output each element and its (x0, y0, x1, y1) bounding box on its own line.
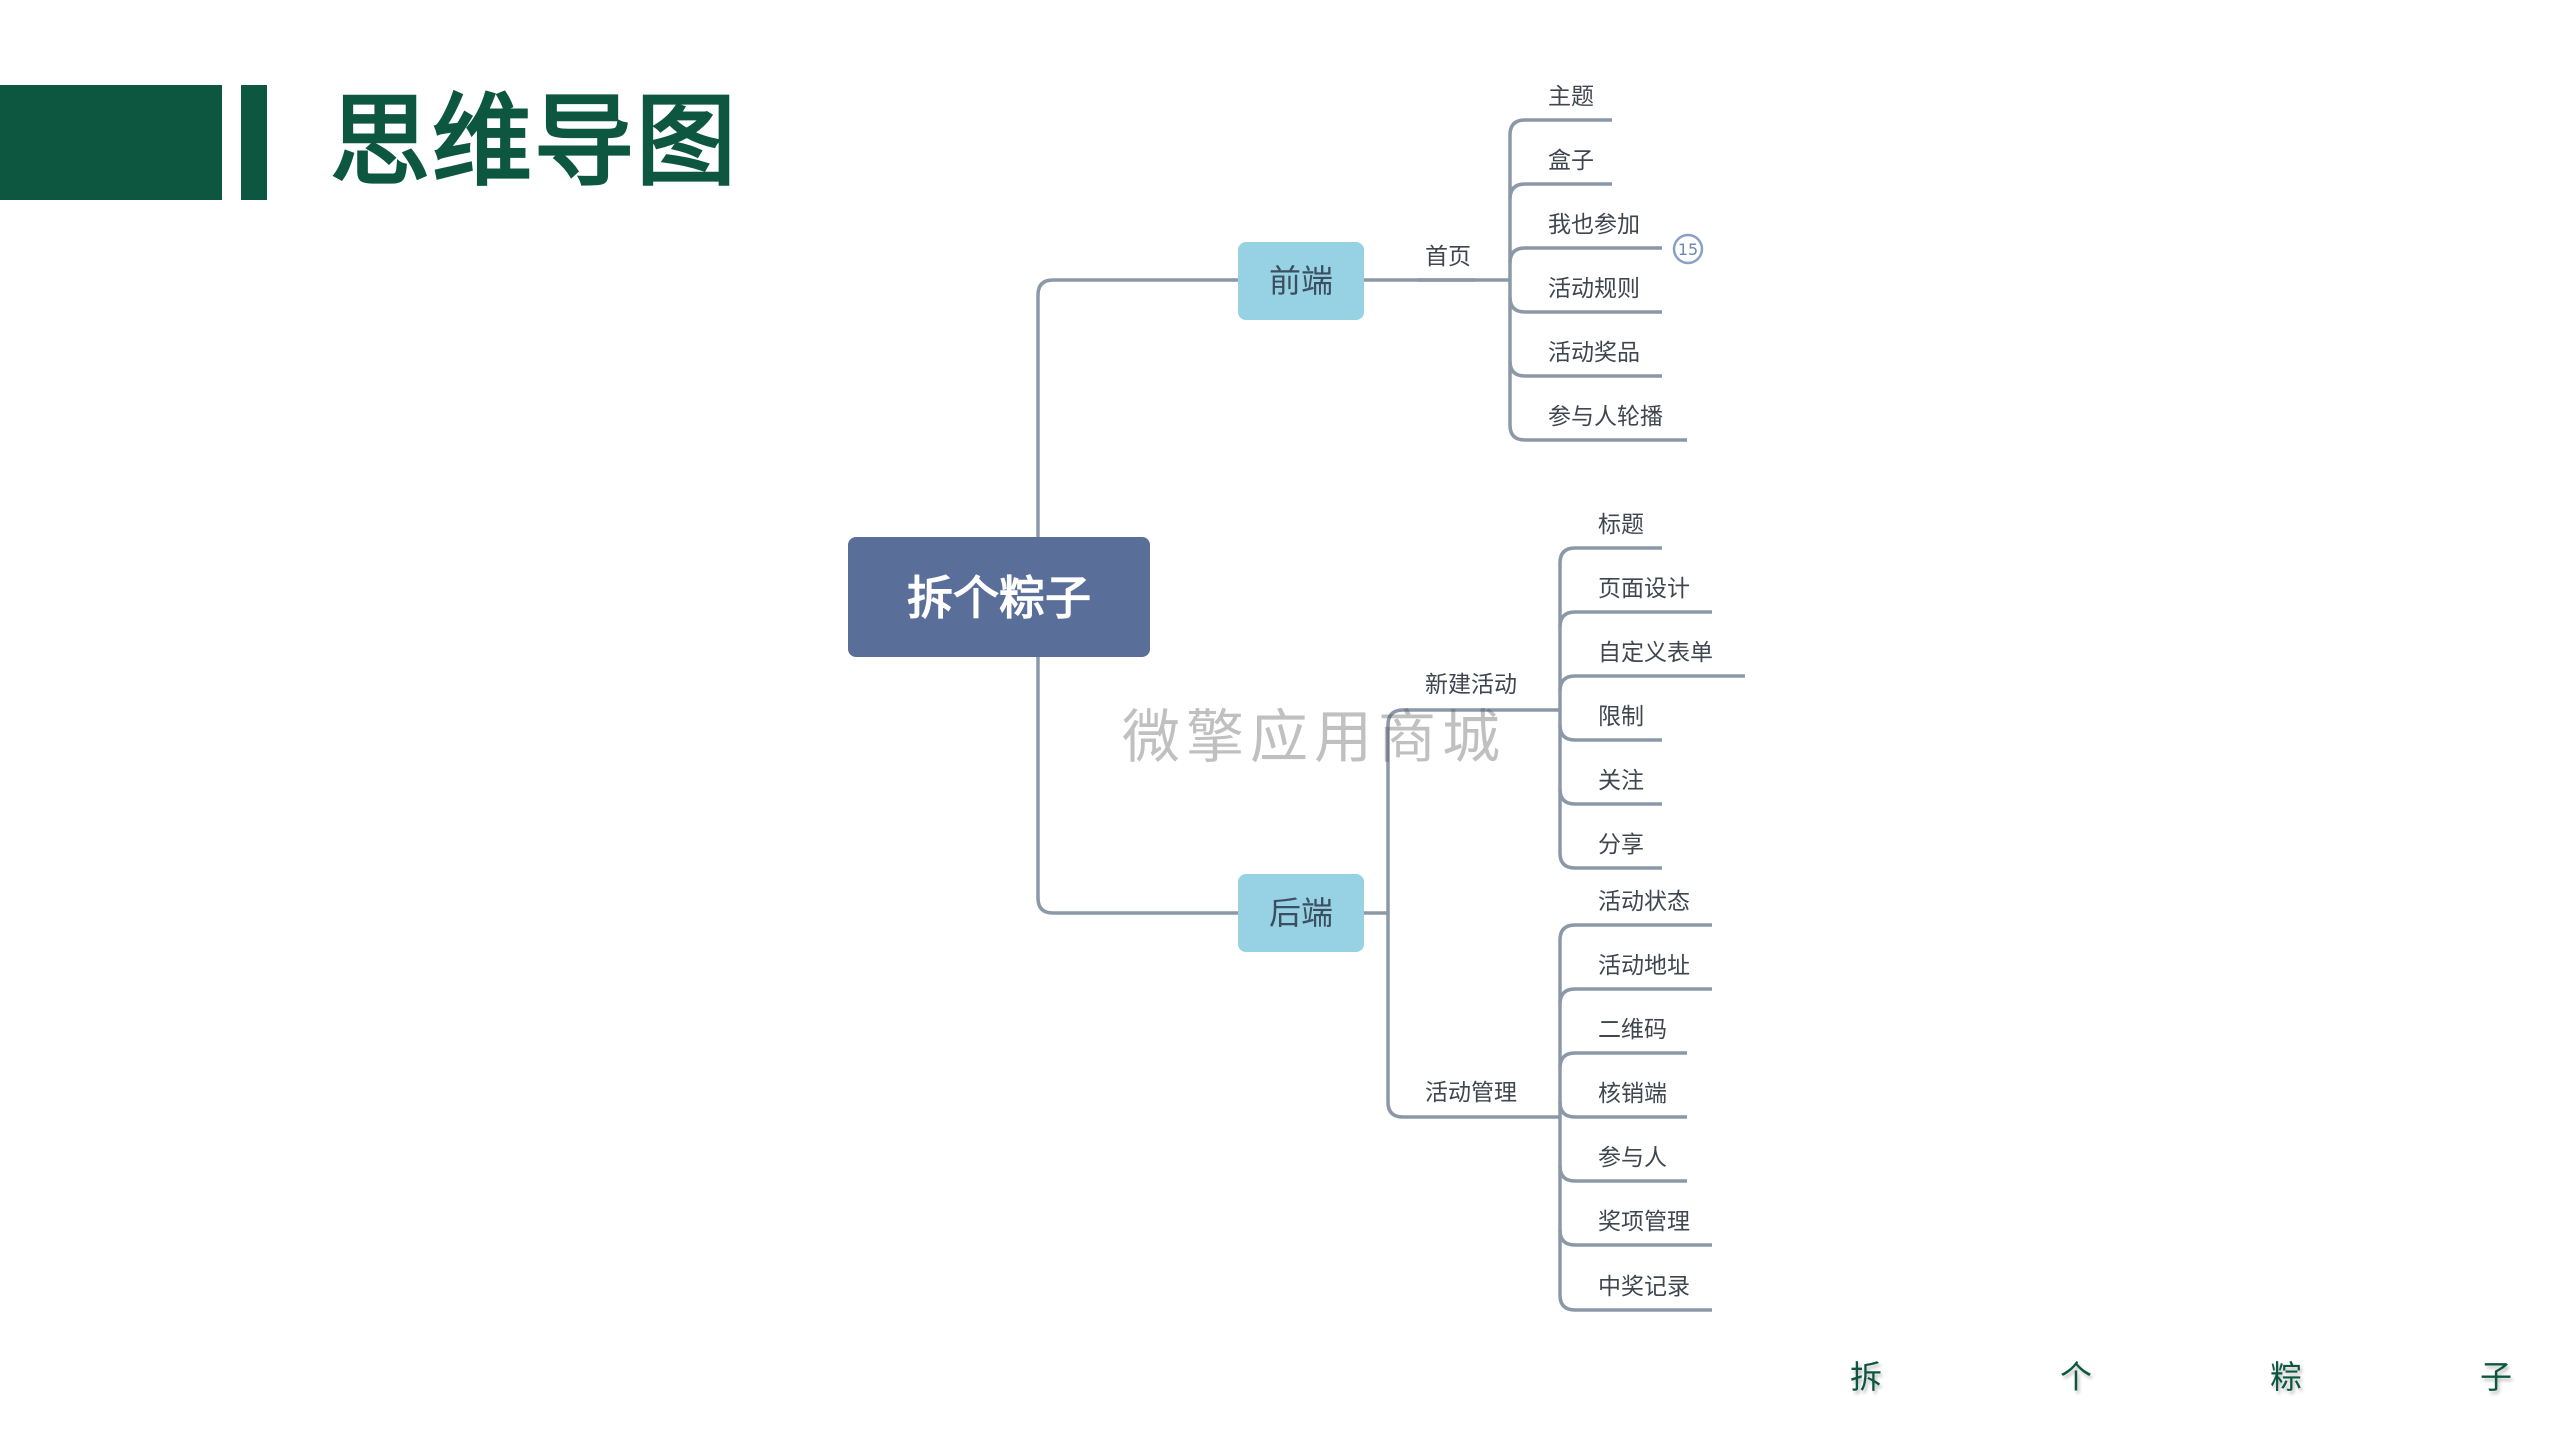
leaf-home-3[interactable]: 活动规则 (1548, 276, 1640, 302)
leaf-home-1[interactable]: 盒子 (1548, 148, 1594, 174)
new-activity-node-label[interactable]: 新建活动 (1425, 672, 1517, 698)
leaf-underline-home-3 (1508, 296, 1662, 314)
leaf-home-5[interactable]: 参与人轮播 (1548, 404, 1663, 430)
leaf-new-2[interactable]: 自定义表单 (1598, 640, 1713, 666)
leaf-manage-6[interactable]: 中奖记录 (1598, 1274, 1690, 1300)
leaf-underline-manage-2 (1558, 1051, 1687, 1069)
leaf-manage-2[interactable]: 二维码 (1598, 1017, 1667, 1043)
count-badge-label: 15 (1678, 240, 1698, 259)
edge-activity-manage-trunk (1558, 923, 1576, 1312)
frontend-node-label: 前端 (1269, 262, 1333, 300)
edge-new-activity-trunk (1558, 546, 1576, 870)
leaf-underline-manage-4 (1558, 1165, 1687, 1183)
leaf-underline-manage-3 (1558, 1101, 1687, 1119)
edge-backend-trunk (1386, 708, 1404, 1119)
leaf-underline-home-4 (1508, 360, 1662, 378)
header-accent-stripe (241, 85, 267, 200)
leaf-manage-5[interactable]: 奖项管理 (1598, 1209, 1690, 1235)
leaf-home-0[interactable]: 主题 (1548, 84, 1594, 110)
leaf-underline-new-2 (1558, 674, 1745, 692)
header-accent-bar (0, 85, 222, 200)
home-node-label[interactable]: 首页 (1425, 244, 1471, 270)
edge-root-backend (1036, 657, 1238, 915)
leaf-underline-home-2 (1508, 246, 1662, 264)
root-node[interactable]: 拆个粽子 (848, 537, 1150, 657)
edge-home-trunk (1508, 118, 1526, 442)
footer-char-2: 个 (2060, 1358, 2093, 1396)
leaf-manage-3[interactable]: 核销端 (1598, 1081, 1667, 1107)
footer-char-3: 粽 (2270, 1358, 2303, 1396)
leaf-new-1[interactable]: 页面设计 (1598, 576, 1690, 602)
leaf-manage-1[interactable]: 活动地址 (1598, 953, 1690, 979)
leaf-home-4[interactable]: 活动奖品 (1548, 340, 1640, 366)
leaf-manage-4[interactable]: 参与人 (1598, 1145, 1667, 1171)
leaf-new-0[interactable]: 标题 (1598, 512, 1644, 538)
leaf-new-4[interactable]: 关注 (1598, 768, 1644, 794)
footer-char-1: 拆 (1850, 1358, 1883, 1396)
leaf-underline-manage-1 (1558, 987, 1712, 1005)
backend-node[interactable]: 后端 (1238, 874, 1364, 952)
leaf-underline-new-4 (1558, 788, 1662, 806)
leaf-manage-0[interactable]: 活动状态 (1598, 889, 1690, 915)
leaf-new-5[interactable]: 分享 (1598, 832, 1644, 858)
leaf-new-3[interactable]: 限制 (1598, 704, 1644, 730)
leaf-underline-new-1 (1558, 610, 1712, 628)
watermark: 微擎应用商城 (1122, 703, 1507, 771)
leaf-underline-manage-5 (1558, 1229, 1712, 1247)
leaf-home-2[interactable]: 我也参加 (1548, 212, 1640, 238)
leaf-underline-home-1 (1508, 182, 1612, 200)
backend-node-label: 后端 (1269, 894, 1333, 932)
root-node-label: 拆个粽子 (907, 571, 1091, 625)
leaf-underline-new-3 (1558, 724, 1662, 742)
page-title: 思维导图 (330, 83, 738, 200)
footer-char-4: 子 (2480, 1358, 2513, 1396)
activity-manage-node-label[interactable]: 活动管理 (1425, 1080, 1517, 1106)
count-badge[interactable]: 15 (1672, 233, 1704, 265)
edge-root-frontend (1036, 278, 1238, 537)
frontend-node[interactable]: 前端 (1238, 242, 1364, 320)
